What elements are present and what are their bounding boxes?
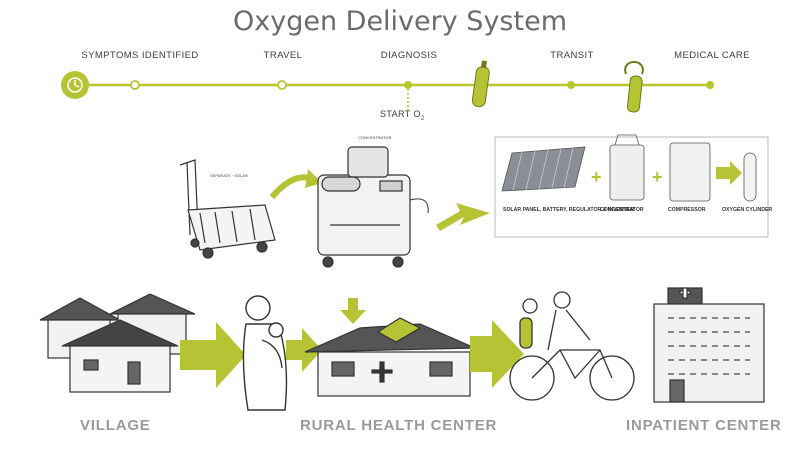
concentrator-annotation: CONCENTRATOR	[358, 135, 392, 140]
place-label-inpatient-center: INPATIENT CENTER	[626, 417, 782, 434]
timeline-node-travel	[277, 80, 287, 90]
portable-oxygen-icon	[624, 61, 644, 113]
to-cylinder-arrow	[716, 161, 742, 185]
connector-hose	[409, 198, 429, 214]
equipment-illustration: SEPARATE · SOLAR CONCENTRATOR + + SOLAR …	[179, 134, 772, 268]
compressor-label: COMPRESSOR	[668, 207, 706, 213]
place-label-village: VILLAGE	[80, 417, 151, 434]
timeline-start-marker	[61, 71, 89, 99]
oxygen-cylinder-icon	[471, 60, 490, 108]
village-to-mother-arrow	[180, 322, 246, 388]
cylinder-cart-icon	[179, 159, 276, 259]
timeline-node-diagnosis	[404, 81, 412, 89]
compressor-icon	[669, 142, 711, 202]
page-title: Oxygen Delivery System	[233, 6, 567, 37]
place-label-rural-health-center: RURAL HEALTH CENTER	[300, 417, 498, 434]
supply-down-arrow	[340, 298, 366, 324]
concentrator-unit-icon	[317, 146, 411, 268]
oxygen-cylinder-label: OXYGEN CYLINDER	[722, 207, 772, 213]
timeline	[61, 60, 714, 113]
inpatient-center-icon	[653, 287, 765, 403]
rural-health-center-icon	[304, 317, 476, 397]
plus-operator-1: +	[591, 167, 602, 187]
cart-annotation: SEPARATE · SOLAR	[210, 173, 248, 178]
timeline-node-travel-start	[130, 80, 140, 90]
clinic-to-bike-arrow	[470, 320, 524, 388]
stage-label-medical-care: MEDICAL CARE	[674, 50, 750, 61]
mother-child-icon	[242, 295, 288, 411]
stage-label-travel: TRAVEL	[263, 50, 303, 61]
stage-label-diagnosis: DIAGNOSIS	[380, 50, 438, 61]
plus-operator-2: +	[652, 167, 663, 187]
supply-arrow	[436, 203, 490, 231]
solar-panel-label: SOLAR PANEL, BATTERY, REGULATOR & INVERT…	[503, 207, 634, 213]
village-houses-icon	[39, 293, 196, 393]
concentrator-label: CONCENTRATOR	[600, 207, 644, 213]
stage-label-symptoms: SYMPTOMS IDENTIFIED	[81, 50, 199, 61]
stage-label-transit: TRANSIT	[550, 50, 594, 61]
concentrator-box-icon	[609, 134, 645, 201]
timeline-node-transit	[567, 81, 575, 89]
bicycle-transport-icon	[509, 291, 635, 401]
timeline-node-medical-care	[706, 81, 714, 89]
start-o2-label: START O2	[380, 109, 425, 122]
solar-panel-icon	[501, 146, 586, 192]
equipment-oxygen-cylinder-icon	[743, 152, 757, 202]
delivery-scene	[39, 287, 765, 411]
mother-to-clinic-arrow	[286, 328, 322, 372]
